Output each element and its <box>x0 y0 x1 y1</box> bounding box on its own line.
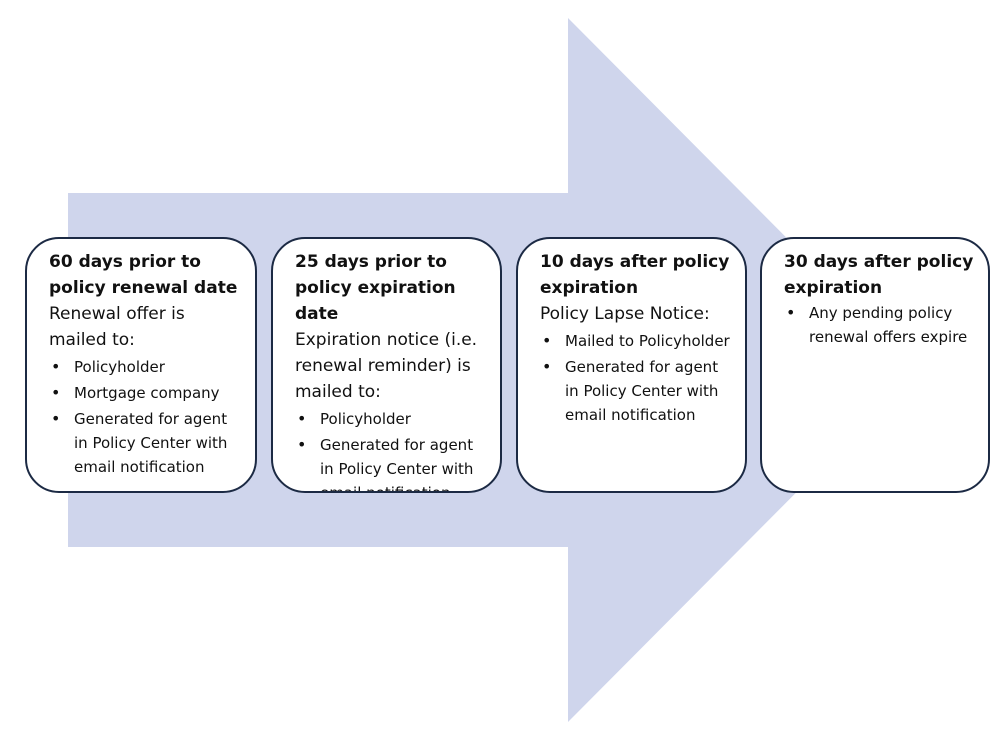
step-bullet-list: Mailed to Policyholder Generated for age… <box>540 329 735 427</box>
list-item: Mortgage company <box>49 381 245 405</box>
step-intro: Expiration notice (i.e. renewal reminder… <box>295 330 478 402</box>
step-card-10-days-after: 10 days after policy expiration Policy L… <box>516 237 747 493</box>
step-intro: Policy Lapse Notice: <box>540 304 710 324</box>
list-item: Policyholder <box>49 355 245 379</box>
list-item: Generated for agent in Policy Center wit… <box>49 407 245 479</box>
step-bullet-list: Any pending policy renewal offers expire <box>784 301 978 349</box>
step-bullet-list: Policyholder Generated for agent in Poli… <box>295 407 490 491</box>
step-title: 25 days prior to policy expiration date <box>295 252 456 324</box>
step-title: 30 days after policy expiration <box>784 252 974 298</box>
list-item: Mailed to Policyholder <box>540 329 735 353</box>
step-bullet-list: Policyholder Mortgage company Generated … <box>49 355 245 479</box>
step-title: 10 days after policy expiration <box>540 252 730 298</box>
step-intro: Renewal offer is mailed to: <box>49 304 185 350</box>
step-card-30-days-after: 30 days after policy expiration Any pend… <box>760 237 990 493</box>
list-item: Generated for agent in Policy Center wit… <box>295 433 490 491</box>
list-item: Any pending policy renewal offers expire <box>784 301 978 349</box>
step-card-60-days-prior: 60 days prior to policy renewal date Ren… <box>25 237 257 493</box>
step-title: 60 days prior to policy renewal date <box>49 252 238 298</box>
list-item: Generated for agent in Policy Center wit… <box>540 355 735 427</box>
step-card-25-days-prior: 25 days prior to policy expiration date … <box>271 237 502 493</box>
list-item: Policyholder <box>295 407 490 431</box>
